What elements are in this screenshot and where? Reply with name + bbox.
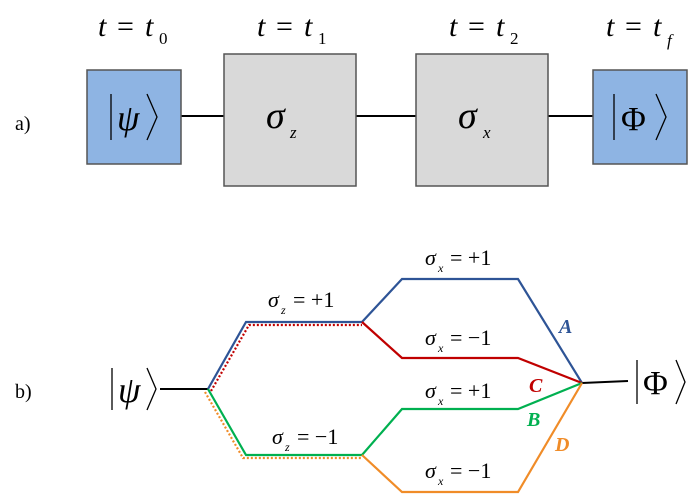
svg-text:σ: σ	[425, 378, 437, 403]
panel-b-label: b)	[15, 381, 32, 403]
svg-text:t: t	[257, 10, 266, 43]
branch-label-sx-plus-upper: σ x = +1	[425, 245, 491, 275]
svg-text:x: x	[437, 341, 444, 355]
svg-text:Φ: Φ	[621, 101, 646, 138]
svg-text:x: x	[437, 394, 444, 408]
path-b-line	[207, 381, 583, 457]
output-ket-phi: Φ	[636, 359, 686, 405]
svg-text:x: x	[482, 123, 491, 142]
svg-text:x: x	[437, 261, 444, 275]
branch-label-sx-plus-lower: σ x = +1	[425, 378, 491, 408]
svg-text:= −1: = −1	[450, 325, 491, 350]
path-d-shared-dotted	[204, 391, 362, 460]
svg-text:= −1: = −1	[450, 458, 491, 483]
svg-text:=: =	[276, 10, 293, 43]
svg-text:Φ: Φ	[643, 365, 668, 402]
branch-label-sz-plus: σ z = +1	[268, 287, 334, 317]
svg-text:ψ: ψ	[117, 98, 140, 138]
time-header-t1: t = t 1	[257, 10, 327, 48]
svg-text:1: 1	[318, 29, 327, 48]
time-header-t2: t = t 2	[449, 10, 519, 48]
sigma-x-operator-box: σ x	[415, 53, 549, 187]
svg-text:f: f	[667, 31, 674, 50]
svg-text:x: x	[437, 474, 444, 488]
path-c-shared-dotted	[210, 323, 362, 392]
svg-text:t: t	[98, 10, 107, 43]
svg-text:t: t	[145, 10, 154, 43]
branch-label-sx-minus-upper: σ x = −1	[425, 325, 491, 355]
svg-text:= +1: = +1	[293, 287, 334, 312]
svg-text:ψ: ψ	[118, 370, 141, 410]
panel-a-label: a)	[15, 113, 31, 135]
svg-text:= +1: = +1	[450, 378, 491, 403]
svg-text:σ: σ	[266, 95, 286, 137]
svg-text:= +1: = +1	[450, 245, 491, 270]
svg-text:σ: σ	[425, 458, 437, 483]
svg-text:0: 0	[159, 29, 168, 48]
branch-label-sx-minus-lower: σ x = −1	[425, 458, 491, 488]
path-a-line	[207, 277, 583, 390]
svg-text:=: =	[468, 10, 485, 43]
svg-text:t: t	[606, 10, 615, 43]
phi-state-box: Φ	[592, 69, 688, 165]
path-d-label: D	[554, 434, 569, 456]
sigma-z-operator-box: σ z	[223, 53, 357, 187]
path-d-line	[361, 382, 583, 494]
psi-state-box: ψ	[86, 69, 182, 165]
input-ket-psi: ψ	[111, 367, 157, 411]
svg-text:σ: σ	[272, 424, 284, 449]
svg-text:t: t	[653, 10, 662, 43]
path-b-label: B	[526, 409, 540, 431]
path-c-line	[361, 321, 583, 385]
svg-text:z: z	[289, 123, 297, 142]
svg-text:t: t	[449, 10, 458, 43]
path-c-label: C	[529, 375, 543, 397]
svg-text:σ: σ	[268, 287, 280, 312]
time-header-tf: t = t f	[606, 10, 674, 50]
svg-text:z: z	[280, 303, 286, 317]
svg-text:= −1: = −1	[297, 424, 338, 449]
svg-text:=: =	[625, 10, 642, 43]
svg-text:σ: σ	[425, 245, 437, 270]
path-a-label: A	[557, 316, 572, 338]
svg-text:2: 2	[510, 29, 519, 48]
output-line	[581, 380, 629, 384]
time-header-t0: t = t 0	[98, 10, 168, 48]
svg-text:z: z	[284, 440, 290, 454]
svg-text:t: t	[496, 10, 505, 43]
svg-text:σ: σ	[458, 95, 478, 137]
branch-label-sz-minus: σ z = −1	[272, 424, 338, 454]
svg-text:t: t	[304, 10, 313, 43]
svg-text:=: =	[117, 10, 134, 43]
svg-text:σ: σ	[425, 325, 437, 350]
